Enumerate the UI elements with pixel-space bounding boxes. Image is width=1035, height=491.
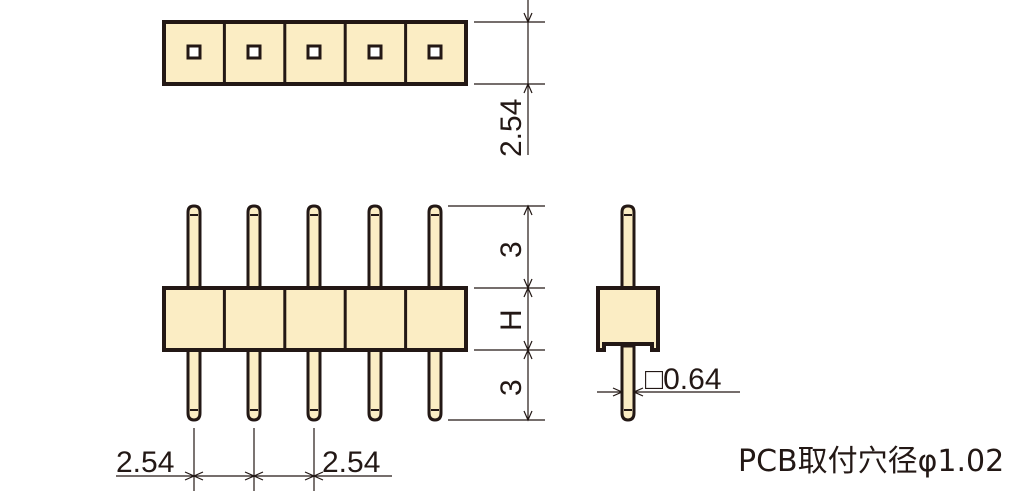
front-view-height-dimensions xyxy=(448,204,545,422)
upper-pin-length-label: 3 xyxy=(495,241,528,258)
pin-square xyxy=(306,44,322,60)
top-view-pin-squares xyxy=(186,44,443,60)
front-view-pins xyxy=(186,204,443,422)
pin xyxy=(246,348,262,422)
pin xyxy=(367,204,383,290)
front-view-pitch-dimensions xyxy=(116,428,392,491)
side-view-pin-lower xyxy=(620,344,636,422)
pcb-hole-note: PCB取付穴径φ1.02 xyxy=(738,444,1005,479)
front-view: 3 H 3 2.54 2.54 xyxy=(116,204,545,491)
pitch-label-right: 2.54 xyxy=(322,446,380,479)
front-view-body xyxy=(162,286,468,352)
pin xyxy=(306,348,322,422)
pin xyxy=(186,204,202,290)
pin xyxy=(427,348,443,422)
pin xyxy=(246,204,262,290)
pin xyxy=(427,204,443,290)
body-height-label: H xyxy=(495,309,528,331)
pin xyxy=(306,204,322,290)
front-view-pin-tips xyxy=(190,214,439,411)
top-view-pitch-dimension xyxy=(474,0,545,155)
front-view-dividers xyxy=(222,288,408,350)
top-view-body xyxy=(162,20,468,86)
pin-square xyxy=(367,44,383,60)
pin xyxy=(186,348,202,422)
pin-square xyxy=(186,44,202,60)
side-view-body xyxy=(596,286,660,352)
top-view-pitch-label: 2.54 xyxy=(495,99,528,157)
pin-square-label: □0.64 xyxy=(645,363,722,396)
pin-width-dimension xyxy=(597,387,740,397)
side-view-pin-upper xyxy=(620,204,636,290)
pitch-label-left: 2.54 xyxy=(116,446,174,479)
lower-pin-length-label: 3 xyxy=(495,379,528,396)
top-view: 2.54 xyxy=(162,0,545,157)
side-view: □0.64 xyxy=(596,204,740,422)
pin xyxy=(367,348,383,422)
top-view-dividers xyxy=(222,22,408,84)
pin-square xyxy=(427,44,443,60)
pin-square xyxy=(246,44,262,60)
